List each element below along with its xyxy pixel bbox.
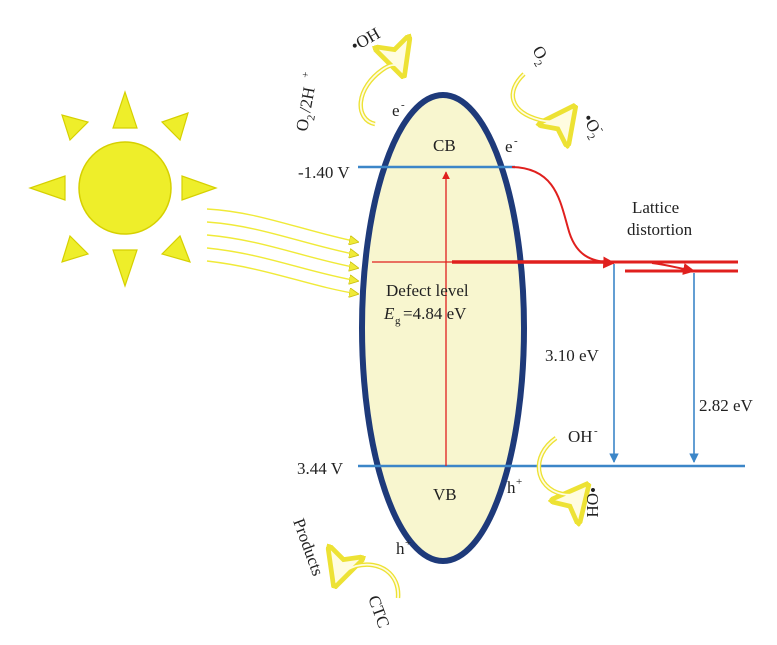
defect-level-label: Defect level (386, 281, 469, 300)
vb-label: VB (433, 485, 457, 504)
gap-label-2-82: 2.82 eV (699, 396, 754, 415)
electron-label-top-sup: - (401, 99, 405, 111)
light-rays (206, 208, 358, 294)
superoxide-sup: - (596, 125, 608, 134)
hole-label-right-sup: + (516, 476, 522, 488)
o2-2h-label: O 2 /2H + (292, 71, 319, 133)
vb-potential-label: 3.44 V (297, 459, 344, 478)
hole-label-bottom-sup: + (405, 537, 411, 549)
cb-potential-label: -1.40 V (298, 163, 350, 182)
lattice-transfer-curve (651, 262, 696, 275)
electron-transfer-curve (511, 166, 616, 269)
hydroxyl-radical-top-label: •OH (348, 24, 384, 56)
electron-label-right: e (505, 137, 513, 156)
ctc-label: CTC (364, 593, 393, 631)
o2-2h-o: O (292, 117, 313, 132)
o2-2h-rest: /2H (296, 86, 319, 114)
semiconductor-particle (359, 92, 527, 564)
o2-2h-sub: 2 (305, 114, 318, 122)
o2-2h-sup: + (299, 71, 312, 79)
o2-right-label: O 2 (529, 43, 552, 70)
bandgap-symbol: E (383, 304, 395, 323)
products-label: Products (289, 516, 327, 578)
bandgap-subscript: g (395, 315, 401, 327)
superoxide-sub: 2 (584, 132, 597, 143)
bandgap-value: =4.84 eV (403, 304, 467, 323)
cb-label: CB (433, 136, 456, 155)
electron-label-top: e (392, 101, 400, 120)
superoxide-label: •O 2 - (579, 111, 609, 143)
electron-label-right-sup: - (514, 135, 518, 147)
sun-icon (28, 90, 218, 288)
gap-label-3-10: 3.10 eV (545, 346, 600, 365)
redox-arrow-top-right (510, 72, 572, 121)
lattice-label-line1: Lattice (632, 198, 679, 217)
hydroxide-label: OH (568, 427, 593, 446)
hydroxide-sup: - (594, 425, 598, 437)
o2-right-sub: 2 (531, 58, 544, 69)
hole-label-right: h (507, 478, 516, 497)
lattice-label-line2: distortion (627, 220, 693, 239)
hydroxyl-radical-bottom-label: •OH (583, 487, 602, 518)
redox-arrow-bottom-left (336, 565, 401, 599)
hole-label-bottom: h (396, 539, 405, 558)
